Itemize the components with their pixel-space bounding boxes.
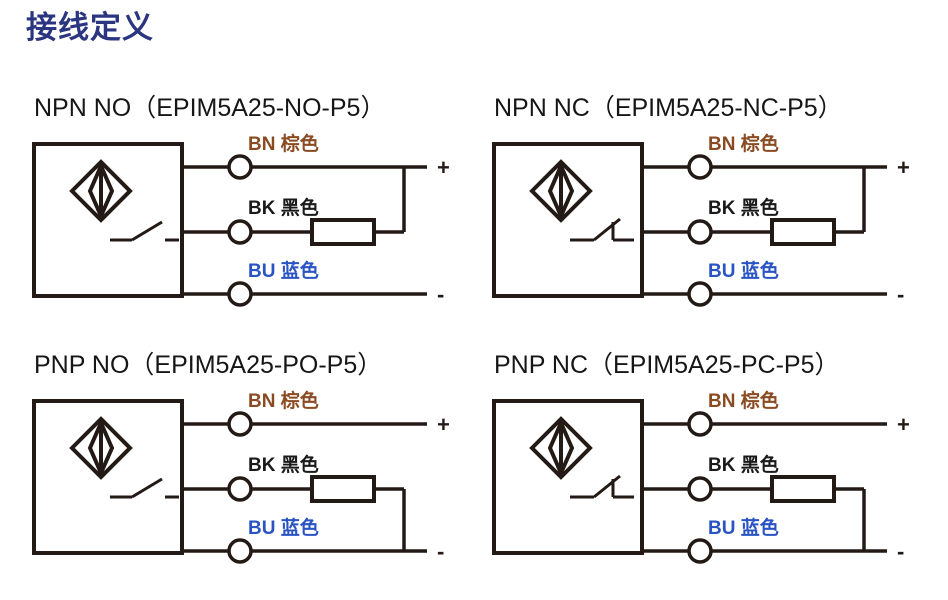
wiring-diagram-pnp-no: PNP NO（EPIM5A25-PO-P5） BN 棕色 BK 黑色 BU 蓝色… (22, 345, 496, 600)
switch-symbol-normally-closed (570, 474, 634, 499)
label-bk: BK 黑色 (708, 453, 779, 476)
label-bu: BU 蓝色 (708, 259, 779, 282)
rail-plus-sign: + (437, 155, 450, 180)
terminal-bn (227, 411, 253, 437)
load-resistor (770, 218, 836, 246)
load-resistor (310, 475, 376, 503)
load-resistor (310, 218, 376, 246)
switch-symbol-normally-closed (570, 217, 634, 242)
label-bn: BN 棕色 (708, 132, 779, 155)
terminal-bu (687, 538, 713, 564)
proximity-sensor-icon (69, 159, 133, 223)
label-bn: BN 棕色 (708, 389, 779, 412)
diagram-heading: PNP NC（EPIM5A25-PC-P5） (494, 351, 840, 379)
label-bu: BU 蓝色 (248, 259, 319, 282)
proximity-sensor-icon (529, 416, 593, 480)
terminal-bk (687, 219, 713, 245)
proximity-sensor-icon (529, 159, 593, 223)
wiring-diagram-pnp-nc: PNP NC（EPIM5A25-PC-P5） BN 棕色 BK 黑色 BU 蓝色… (482, 345, 948, 600)
label-bn: BN 棕色 (248, 389, 319, 412)
switch-symbol-normally-open (110, 477, 179, 499)
circuit-schematic: BN 棕色 BK 黑色 BU 蓝色 + - (492, 132, 910, 307)
terminal-bu (227, 281, 253, 307)
rail-minus-sign: - (437, 282, 444, 307)
terminal-bk (227, 476, 253, 502)
label-bn: BN 棕色 (248, 132, 319, 155)
label-bk: BK 黑色 (708, 196, 779, 219)
rail-minus-sign: - (897, 539, 904, 564)
label-bk: BK 黑色 (248, 196, 319, 219)
terminal-bk (687, 476, 713, 502)
circuit-schematic: BN 棕色 BK 黑色 BU 蓝色 + - (32, 132, 450, 307)
page-title: 接线定义 (26, 10, 154, 45)
label-bu: BU 蓝色 (248, 516, 319, 539)
rail-minus-sign: - (437, 539, 444, 564)
wiring-diagram-npn-nc: NPN NC（EPIM5A25-NC-P5） BN 棕色 BK 黑色 BU 蓝色… (482, 88, 948, 343)
terminal-bu (227, 538, 253, 564)
wiring-diagram-npn-no: NPN NO（EPIM5A25-NO-P5） BN 棕色 BK 黑色 (22, 88, 496, 343)
rail-minus-sign: - (897, 282, 904, 307)
label-bu: BU 蓝色 (708, 516, 779, 539)
diagram-heading: NPN NC（EPIM5A25-NC-P5） (494, 94, 843, 122)
circuit-schematic: BN 棕色 BK 黑色 BU 蓝色 + - (32, 389, 450, 564)
rail-plus-sign: + (437, 412, 450, 437)
proximity-sensor-icon (69, 416, 133, 480)
diagram-heading: PNP NO（EPIM5A25-PO-P5） (34, 351, 383, 379)
terminal-bu (687, 281, 713, 307)
rail-plus-sign: + (897, 412, 910, 437)
rail-plus-sign: + (897, 155, 910, 180)
load-resistor (770, 475, 836, 503)
label-bk: BK 黑色 (248, 453, 319, 476)
terminal-bn (687, 411, 713, 437)
terminal-bn (227, 154, 253, 180)
switch-symbol-normally-open (110, 220, 179, 242)
terminal-bk (227, 219, 253, 245)
diagram-heading: NPN NO（EPIM5A25-NO-P5） (34, 94, 386, 122)
terminal-bn (687, 154, 713, 180)
circuit-schematic: BN 棕色 BK 黑色 BU 蓝色 + - (492, 389, 910, 564)
